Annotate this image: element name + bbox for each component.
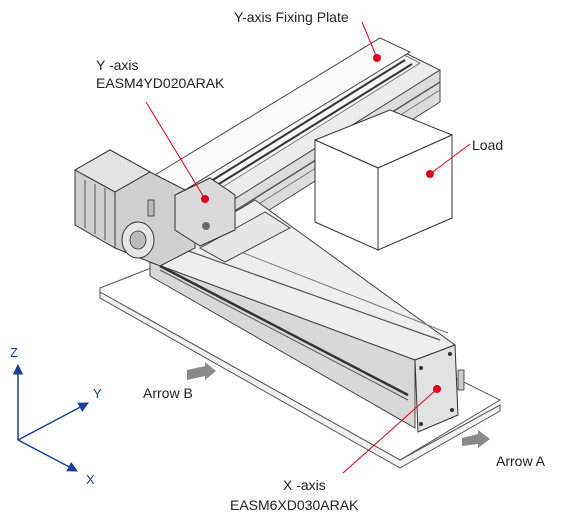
y-axis-marker xyxy=(201,195,209,203)
motor-assembly xyxy=(73,149,236,267)
y-axis-title-label: Y -axis xyxy=(96,57,139,73)
arrow-a-label: Arrow A xyxy=(496,453,546,469)
y-axis-part-number: EASM4YD020ARAK xyxy=(96,75,225,91)
coordinate-axes xyxy=(12,363,89,472)
x-axis-marker xyxy=(433,385,441,393)
arrow-b-icon xyxy=(187,362,216,380)
y-plate-marker xyxy=(373,54,381,62)
x-axis-letter: X xyxy=(86,472,95,487)
base-plate-edge xyxy=(99,291,501,469)
x-axis-part-number: EASM6XD030ARAK xyxy=(230,497,359,513)
load-label: Load xyxy=(472,137,503,153)
x-axis-title-label: X -axis xyxy=(283,477,326,493)
load-marker xyxy=(426,170,434,178)
y-axis-letter: Y xyxy=(93,386,102,401)
y-axis-fixing-plate-label: Y-axis Fixing Plate xyxy=(234,9,349,25)
arrow-b-label: Arrow B xyxy=(143,385,193,401)
x-axis-slider xyxy=(198,211,291,263)
load-cube xyxy=(313,109,454,251)
z-axis-letter: Z xyxy=(10,345,18,360)
arrow-a-icon xyxy=(462,430,490,448)
